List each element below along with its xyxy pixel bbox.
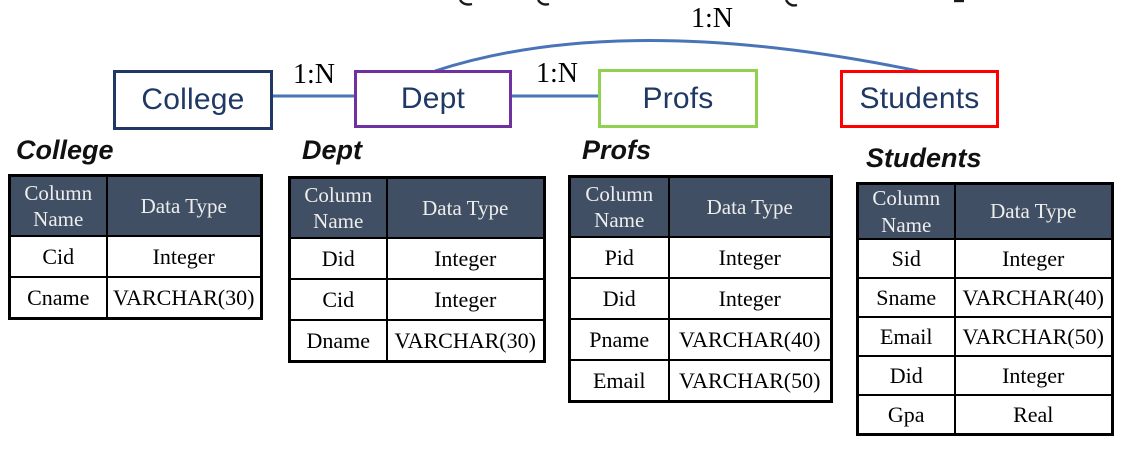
table-row: Sid Integer — [856, 238, 1114, 279]
table-row: Cname VARCHAR(30) — [8, 276, 263, 320]
schema-table-profs: Column Name Data Type Pid Integer Did In… — [568, 175, 833, 403]
table-header-row: Column Name Data Type — [8, 174, 263, 237]
cell-column-name: Did — [568, 277, 670, 320]
cell-column-name: Sname — [856, 277, 956, 318]
header-column-name: Column Name — [568, 175, 670, 238]
table-header-row: Column Name Data Type — [856, 182, 1114, 240]
table-row: Pname VARCHAR(40) — [568, 318, 833, 361]
table-row: Gpa Real — [856, 394, 1114, 436]
cell-data-type: Integer — [667, 277, 833, 320]
dept-students-curve — [434, 39, 919, 73]
cell-data-type: Integer — [667, 236, 833, 279]
table-row: Did Integer — [856, 355, 1114, 396]
table-row: Pid Integer — [568, 236, 833, 279]
cell-data-type: Integer — [105, 235, 263, 278]
table-header-row: Column Name Data Type — [288, 176, 546, 239]
cell-column-name: Email — [568, 359, 670, 403]
table-row: Sname VARCHAR(40) — [856, 277, 1114, 318]
table-title-dept: Dept — [302, 135, 362, 165]
table-row: Email VARCHAR(50) — [568, 359, 833, 403]
table-row: Did Integer — [568, 277, 833, 320]
entity-box-profs: Profs — [598, 69, 758, 128]
cardinality-label-dept-students: 1:N — [691, 3, 733, 34]
cell-column-name: Email — [856, 316, 956, 357]
cell-column-name: Gpa — [856, 394, 956, 436]
cropped-text-remnant — [459, 0, 964, 7]
schema-table-college: Column Name Data Type Cid Integer Cname … — [8, 174, 263, 320]
cell-column-name: Pname — [568, 318, 670, 361]
cell-column-name: Sid — [856, 238, 956, 279]
cell-data-type: Integer — [385, 237, 546, 280]
table-title-college: College — [16, 135, 114, 165]
entity-label-profs: Profs — [642, 81, 714, 115]
cell-column-name: Cid — [288, 278, 388, 321]
header-column-name: Column Name — [288, 176, 388, 239]
cell-data-type: Integer — [385, 278, 546, 321]
cell-column-name: Cid — [8, 235, 108, 278]
cell-data-type: VARCHAR(40) — [667, 318, 833, 361]
cell-data-type: Real — [953, 394, 1114, 436]
table-row: Email VARCHAR(50) — [856, 316, 1114, 357]
table-header-row: Column Name Data Type — [568, 175, 833, 238]
entity-label-dept: Dept — [400, 82, 466, 115]
cell-column-name: Did — [288, 237, 388, 280]
cell-column-name: Cname — [8, 276, 108, 320]
table-title-students: Students — [866, 143, 982, 173]
header-data-type: Data Type — [385, 176, 546, 239]
schema-table-dept: Column Name Data Type Did Integer Cid In… — [288, 176, 546, 363]
table-row: Dname VARCHAR(30) — [288, 319, 546, 363]
table-row: Cid Integer — [8, 235, 263, 278]
entity-box-dept: Dept — [354, 70, 512, 128]
entity-box-students: Students — [840, 70, 999, 128]
cell-column-name: Pid — [568, 236, 670, 279]
cell-data-type: VARCHAR(50) — [667, 359, 833, 403]
schema-table-students: Column Name Data Type Sid Integer Sname … — [856, 182, 1114, 436]
entity-box-college: College — [113, 70, 273, 130]
cell-data-type: Integer — [953, 238, 1114, 279]
cell-column-name: Did — [856, 355, 956, 396]
table-row: Did Integer — [288, 237, 546, 280]
header-data-type: Data Type — [667, 175, 833, 238]
entity-label-college: College — [141, 83, 245, 116]
entity-label-students: Students — [859, 82, 980, 115]
cell-column-name: Dname — [288, 319, 388, 363]
cardinality-label-dept-profs: 1:N — [536, 58, 578, 89]
cardinality-label-college-dept: 1:N — [293, 59, 335, 90]
cell-data-type: VARCHAR(30) — [385, 319, 546, 363]
header-column-name: Column Name — [8, 174, 108, 237]
cell-data-type: VARCHAR(30) — [105, 276, 263, 320]
cell-data-type: VARCHAR(40) — [953, 277, 1114, 318]
header-column-name: Column Name — [856, 182, 956, 240]
header-data-type: Data Type — [105, 174, 263, 237]
cell-data-type: Integer — [953, 355, 1114, 396]
table-row: Cid Integer — [288, 278, 546, 321]
header-data-type: Data Type — [953, 182, 1114, 240]
cell-data-type: VARCHAR(50) — [953, 316, 1114, 357]
table-title-profs: Profs — [582, 135, 652, 165]
